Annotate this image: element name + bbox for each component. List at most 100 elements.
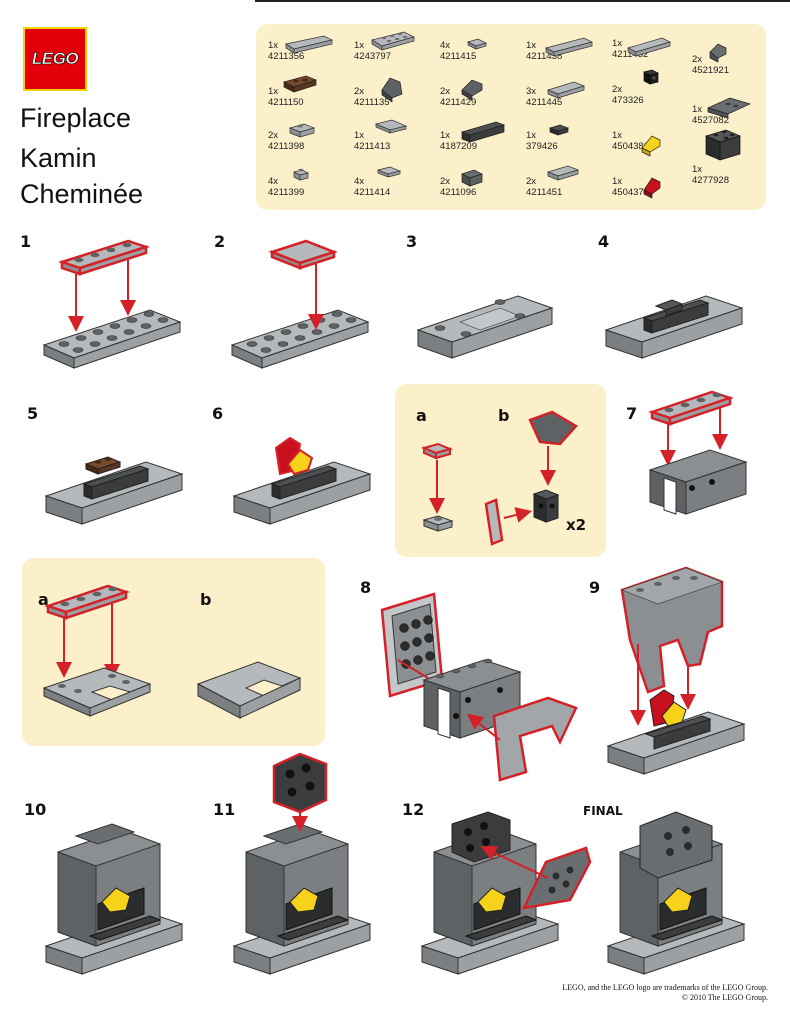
part-item: 2x 473326 (612, 84, 644, 106)
part-item: 2x 4211429 (440, 86, 476, 108)
part-id: 4211413 (354, 141, 391, 152)
part-item: 2x 4211096 (440, 176, 476, 198)
part-item: 1x 4243797 (354, 40, 391, 62)
wedge-plate-icon (707, 97, 751, 119)
part-item: 1x 4277928 (692, 164, 729, 186)
part-qty: 1x (692, 104, 703, 115)
part-item: 4x 4211415 (440, 40, 476, 62)
part-qty: 2x (440, 86, 451, 97)
black-brick-icon (642, 69, 660, 85)
part-qty: 1x (268, 86, 279, 97)
part-id: 4211399 (268, 187, 305, 198)
substep-bottom-illustration (42, 584, 302, 719)
part-qty: 1x (268, 40, 279, 51)
part-item: 1x 4211452 (612, 38, 648, 60)
part-qty: 1x (526, 130, 537, 141)
part-qty: 1x (354, 40, 365, 51)
part-qty: 1x (526, 40, 537, 51)
substep-label-b: b (200, 590, 212, 609)
part-id: 4211135 (354, 97, 390, 108)
bracket-icon (461, 169, 483, 187)
step1-illustration (42, 239, 182, 369)
jumper-icon (548, 124, 570, 136)
step5-illustration (44, 456, 184, 525)
step11-illustration (232, 752, 372, 975)
step-number: 6 (212, 404, 224, 423)
part-item: 1x 4211413 (354, 130, 390, 152)
part-item: 1x 4504379 (612, 176, 649, 198)
part-qty: 3x (526, 86, 537, 97)
step2-illustration (230, 239, 370, 369)
fence-icon (460, 121, 506, 143)
step12-illustration (420, 811, 592, 975)
cheese-slope-icon (461, 79, 483, 101)
step3-illustration (416, 295, 554, 359)
step-number: 10 (24, 800, 47, 819)
part-item: 1x 4211438 (526, 40, 562, 62)
part-item: 1x 4504381 (612, 130, 649, 152)
tile-1x1-icon (467, 38, 487, 50)
slope-icon (381, 77, 403, 103)
part-item: 2x 4211451 (526, 176, 562, 198)
part-id: 4277928 (692, 175, 729, 186)
part-item: 1x 379426 (526, 130, 558, 152)
part-qty: 2x (354, 86, 365, 97)
brick-2x2-dark-icon (704, 129, 742, 161)
plate-1x6-icon (545, 37, 593, 57)
part-id: 4211414 (354, 187, 391, 198)
step-number: 2 (214, 232, 226, 251)
part-id: 4211452 (612, 49, 649, 60)
plate-1x1-icon (292, 168, 310, 181)
part-id: 4211429 (440, 97, 477, 108)
part-qty: 4x (440, 40, 451, 51)
plate-1x3-icon (546, 165, 580, 181)
part-id: 4211096 (440, 187, 477, 198)
substep-label-a: a (416, 406, 427, 425)
grey-slope-small-icon (709, 43, 727, 63)
part-qty: 2x (440, 176, 451, 187)
part-qty: 2x (526, 176, 537, 187)
step-number: 1 (20, 232, 32, 251)
part-qty: 1x (440, 130, 451, 141)
part-qty: 1x (612, 176, 623, 187)
step-number: 3 (406, 232, 418, 251)
tile-1x2-icon (376, 166, 402, 178)
part-id: 4504379 (612, 187, 649, 198)
trademark-notice: LEGO, and the LEGO logo are trademarks o… (562, 983, 768, 992)
lego-logo-text: LEGO (31, 49, 79, 69)
plate-1x2-icon (288, 123, 316, 138)
part-icons (283, 31, 751, 199)
step-number: 5 (27, 404, 39, 423)
red-slope-icon (643, 177, 661, 199)
step10-illustration (44, 823, 184, 975)
part-id: 4211451 (526, 187, 563, 198)
yellow-slope-icon (641, 135, 661, 157)
part-qty: 2x (692, 54, 703, 65)
step-number: 9 (589, 578, 601, 597)
part-qty: 1x (354, 130, 365, 141)
part-id: 4211150 (268, 97, 304, 108)
part-item: 3x 4211445 (526, 86, 562, 108)
part-qty: 1x (612, 38, 623, 49)
part-id: 4211356 (268, 51, 305, 62)
part-qty: 1x (612, 130, 623, 141)
part-item: 1x 4187209 (440, 130, 477, 152)
part-item: 1x 4211356 (268, 40, 304, 62)
title-german: Kamin (20, 143, 97, 173)
substep-panel-bottom (22, 558, 325, 746)
step8-illustration (380, 592, 578, 782)
substep-label-b: b (498, 406, 510, 425)
tile-2x2-icon (374, 119, 408, 134)
plate-1x6b-icon (627, 37, 671, 57)
final-label: FINAL (583, 804, 623, 818)
part-id: 4504381 (612, 141, 649, 152)
plate-1x4b-icon (546, 81, 586, 99)
part-id: 4211438 (526, 51, 563, 62)
part-id: 4211445 (526, 97, 563, 108)
part-qty: 1x (692, 164, 703, 175)
part-id: 4211415 (440, 51, 477, 62)
part-item: 1x 4527082 (692, 104, 729, 126)
brown-plate-icon (283, 75, 318, 93)
part-item: 2x 4211398 (268, 130, 304, 152)
